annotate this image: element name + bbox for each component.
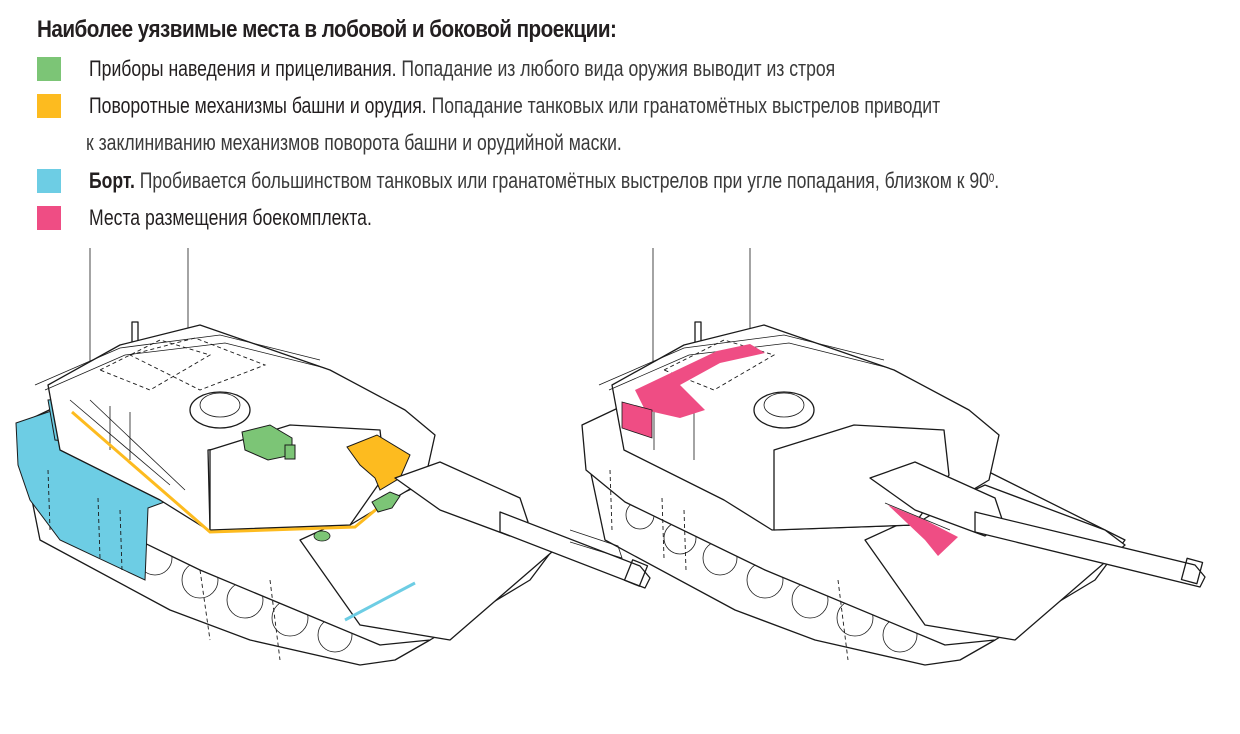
legend-description: Попадание танковых или гранатомётных выс… xyxy=(426,93,941,118)
legend-description: Пробивается большинством танковых или гр… xyxy=(134,168,989,193)
legend-description: Попадание из любого вида оружия выводит … xyxy=(396,56,836,81)
tank-diagram-right xyxy=(569,240,1240,700)
pink-swatch-icon xyxy=(37,206,61,230)
legend-label: Места размещения боекомплекта. xyxy=(89,203,372,233)
legend-term: Приборы наведения и прицеливания. xyxy=(89,56,397,81)
tank-drawing-icon xyxy=(569,248,1206,666)
page-title: Наиболее уязвимые места в лобовой и боко… xyxy=(37,16,617,43)
green-swatch-icon xyxy=(37,57,61,81)
legend-label: Борт. Пробивается большинством танковых … xyxy=(89,166,999,196)
blue-swatch-icon xyxy=(37,169,61,193)
legend-label: Приборы наведения и прицеливания. Попада… xyxy=(89,54,835,84)
legend-label: Поворотные механизмы башни и орудия. Поп… xyxy=(89,91,940,121)
degree-superscript: 0 xyxy=(988,171,995,185)
legend-term: Борт. xyxy=(89,168,135,193)
legend-term: Места размещения боекомплекта. xyxy=(89,205,372,230)
legend-continuation: к заклиниванию механизмов поворота башни… xyxy=(86,130,622,155)
tank-drawing-icon xyxy=(15,248,651,666)
legend-term: Поворотные механизмы башни и орудия. xyxy=(89,93,427,118)
tank-diagram-left xyxy=(0,240,660,700)
orange-swatch-icon xyxy=(37,94,61,118)
legend-suffix: . xyxy=(994,168,1000,193)
